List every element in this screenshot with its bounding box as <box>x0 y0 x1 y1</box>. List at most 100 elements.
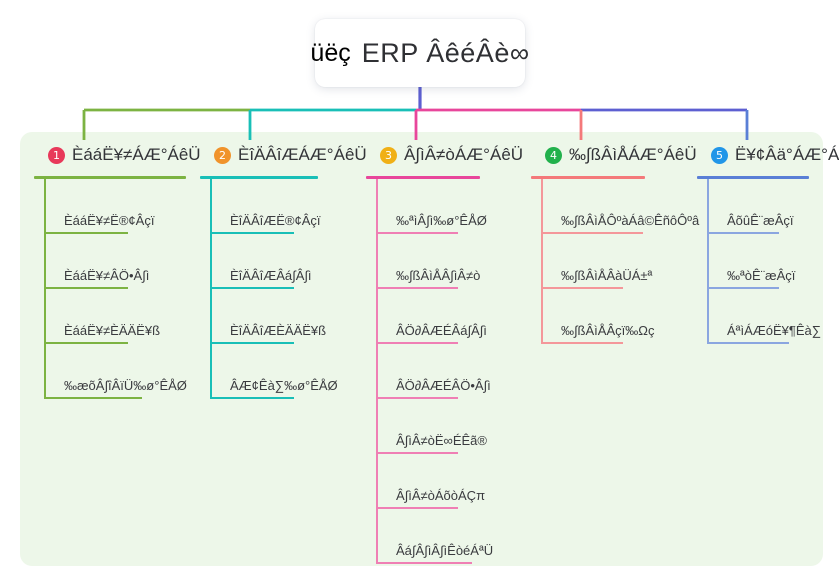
list-item-underline <box>44 287 128 289</box>
root-node-erp-backend[interactable]: üëç ERP ÂêéÂè∞ <box>310 19 529 87</box>
list-item[interactable]: ÈîÄÂîÆÈÄÄË¥ß <box>200 289 326 344</box>
column-title-1: ÈááË¥≠ÁÆ°ÁêÜ <box>72 145 201 164</box>
column-title-2: ÈîÄÂîÆÁÆ°ÁêÜ <box>238 145 367 164</box>
list-item-underline <box>210 397 294 399</box>
list-item-label: ÂÆ¢Êà∑‰ø°ÊÅØ <box>230 378 338 393</box>
column-spine-5 <box>707 179 709 344</box>
column-4: 4 ‰∫ßÂìÅÁÆ°ÁêÜ ‰∫ßÂìÅÔºàÁâ©ÊñôÔºâ ‰∫ßÂìÅÂàÜ… <box>531 142 699 344</box>
list-item-underline <box>541 342 623 344</box>
list-item-label: ÂÖ∂ÂÆÉÂá∫Â∫ì <box>396 323 487 338</box>
list-item-underline <box>376 397 458 399</box>
list-item-underline <box>376 342 458 344</box>
list-item[interactable]: ÂÖ∂ÂÆÉÂÖ•Â∫ì <box>366 344 491 399</box>
list-item-underline <box>44 342 128 344</box>
column-header-2[interactable]: 2 ÈîÄÂîÆÁÆ°ÁêÜ <box>200 142 367 168</box>
column-spine-4 <box>541 179 543 344</box>
list-item[interactable]: ÂÆ¢Êà∑‰ø°ÊÅØ <box>200 344 338 399</box>
column-spine-3 <box>376 179 378 564</box>
list-item[interactable]: ‰∫ßÂìÅÂàÜÁ±ª <box>531 234 652 289</box>
list-item-label: ÈááË¥≠ÂÖ•Â∫ì <box>64 268 150 283</box>
list-item-underline <box>541 232 643 234</box>
list-item-underline <box>707 232 779 234</box>
list-item[interactable]: ‰∫ßÂìÅÂçï‰Ωç <box>531 289 654 344</box>
list-item-underline <box>376 287 458 289</box>
list-item-label: ÂõûÊ¨æÂçï <box>727 213 794 228</box>
list-item-underline <box>44 397 142 399</box>
list-item-label: ÈááË¥≠Ë®¢Âçï <box>64 213 155 228</box>
root-node-title: ERP ÂêéÂè∞ <box>361 37 530 68</box>
column-header-underline-1 <box>34 176 186 179</box>
list-item-label: ÁªìÁÆóË¥¶Êà∑ <box>727 323 822 338</box>
list-item[interactable]: ÈááË¥≠ÂÖ•Â∫ì <box>34 234 186 289</box>
column-header-underline-3 <box>366 176 480 179</box>
list-item[interactable]: ÈááË¥≠Ë®¢Âçï <box>34 179 186 234</box>
list-item[interactable]: Â∫ìÂ≠òË∞ÉÊã® <box>366 399 487 454</box>
column-header-5[interactable]: 5Ë¥¢Âä°ÁÆ°ÁêÜ <box>697 142 839 168</box>
thumbs-up-icon: üëç <box>310 38 351 67</box>
list-item[interactable]: Âá∫Â∫ìÂ∫ìÊòéÁªÜ <box>366 509 493 564</box>
column-badge-3: 3 <box>380 146 397 164</box>
list-item-label: ‰ªòÊ¨æÂçï <box>727 268 796 283</box>
column-badge-5: 5 <box>711 146 728 164</box>
column-header-1[interactable]: 1 ÈááË¥≠ÁÆ°ÁêÜ <box>34 142 201 168</box>
column-header-underline-4 <box>531 176 645 179</box>
list-item-label: ‰∫ßÂìÅÔºàÁâ©ÊñôÔºâ <box>561 213 700 228</box>
column-spine-2 <box>210 179 212 399</box>
list-item-underline <box>376 232 458 234</box>
list-item[interactable]: ‰ªìÂ∫ì‰ø°ÊÅØ <box>366 179 487 234</box>
list-item-label: ‰∫ßÂìÅÂçï‰Ωç <box>561 323 655 338</box>
list-item-label: ÂÖ∂ÂÆÉÂÖ•Â∫ì <box>396 378 491 393</box>
column-badge-2: 2 <box>214 146 231 164</box>
list-item[interactable]: ÂÖ∂ÂÆÉÂá∫Â∫ì <box>366 289 487 344</box>
list-item-underline <box>541 287 623 289</box>
list-item-underline <box>376 507 458 509</box>
list-item[interactable]: ÈááË¥≠ÈÄÄË¥ß <box>34 289 186 344</box>
list-item-underline <box>210 232 294 234</box>
list-item[interactable]: ‰ªòÊ¨æÂçï <box>697 234 809 289</box>
list-item-label: ÈîÄÂîÆÈÄÄË¥ß <box>230 323 327 338</box>
column-5: 5Ë¥¢Âä°ÁÆ°ÁêÜ ÂõûÊ¨æÂçï ‰ªòÊ¨æÂçïÁªìÁÆóË¥¶… <box>697 142 839 344</box>
list-item[interactable]: ÈîÄÂîÆË®¢Âçï <box>200 179 321 234</box>
column-badge-1: 1 <box>48 146 65 164</box>
list-item-underline <box>376 562 472 564</box>
list-item[interactable]: ‰∫ßÂìÅÔºàÁâ©ÊñôÔºâ <box>531 179 699 234</box>
list-item-label: ‰∫ßÂìÅÂàÜÁ±ª <box>561 268 653 283</box>
list-item-underline <box>210 342 294 344</box>
list-item[interactable]: ‰æõÂ∫îÂïÜ‰ø°ÊÅØ <box>34 344 187 399</box>
list-item-underline <box>210 287 294 289</box>
list-item-label: ‰ªìÂ∫ì‰ø°ÊÅØ <box>396 213 487 228</box>
column-title-4: ‰∫ßÂìÅÁÆ°ÁêÜ <box>569 145 697 164</box>
list-item[interactable]: Â∫ìÂ≠òÁõòÁÇπ <box>366 454 485 509</box>
column-header-underline-2 <box>200 176 318 179</box>
list-item[interactable]: ÁªìÁÆóË¥¶Êà∑ <box>697 289 821 344</box>
list-item-label: ‰æõÂ∫îÂïÜ‰ø°ÊÅØ <box>64 378 187 393</box>
list-item[interactable]: ÈîÄÂîÆÂá∫Â∫ì <box>200 234 318 289</box>
list-item-underline <box>707 342 789 344</box>
column-header-underline-5 <box>697 176 809 179</box>
list-item-label: Âá∫Â∫ìÂ∫ìÊòéÁªÜ <box>396 543 494 558</box>
list-item[interactable]: ÂõûÊ¨æÂçï <box>697 179 809 234</box>
column-badge-4: 4 <box>545 146 562 164</box>
column-header-3[interactable]: 3 Â∫ìÂ≠òÁÆ°ÁêÜ <box>366 142 523 168</box>
list-item-underline <box>376 452 458 454</box>
column-title-3: Â∫ìÂ≠òÁÆ°ÁêÜ <box>404 145 524 164</box>
list-item-label: ÈááË¥≠ÈÄÄË¥ß <box>64 323 161 338</box>
list-item-label: ‰∫ßÂìÅÂ∫ìÂ≠ò <box>396 268 481 283</box>
list-item-label: ÈîÄÂîÆË®¢Âçï <box>230 213 321 228</box>
column-items-4: ‰∫ßÂìÅÔºàÁâ©ÊñôÔºâ ‰∫ßÂìÅÂàÜÁ±ª ‰∫ßÂìÅÂçï‰… <box>531 179 699 344</box>
list-item[interactable]: ‰∫ßÂìÅÂ∫ìÂ≠ò <box>366 234 480 289</box>
column-spine-1 <box>44 179 46 399</box>
column-header-4[interactable]: 4 ‰∫ßÂìÅÁÆ°ÁêÜ <box>531 142 697 168</box>
list-item-underline <box>44 232 128 234</box>
diagram-background-panel <box>20 132 823 566</box>
list-item-label: ÈîÄÂîÆÂá∫Â∫ì <box>230 268 312 283</box>
list-item-label: Â∫ìÂ≠òË∞ÉÊã® <box>396 433 487 448</box>
